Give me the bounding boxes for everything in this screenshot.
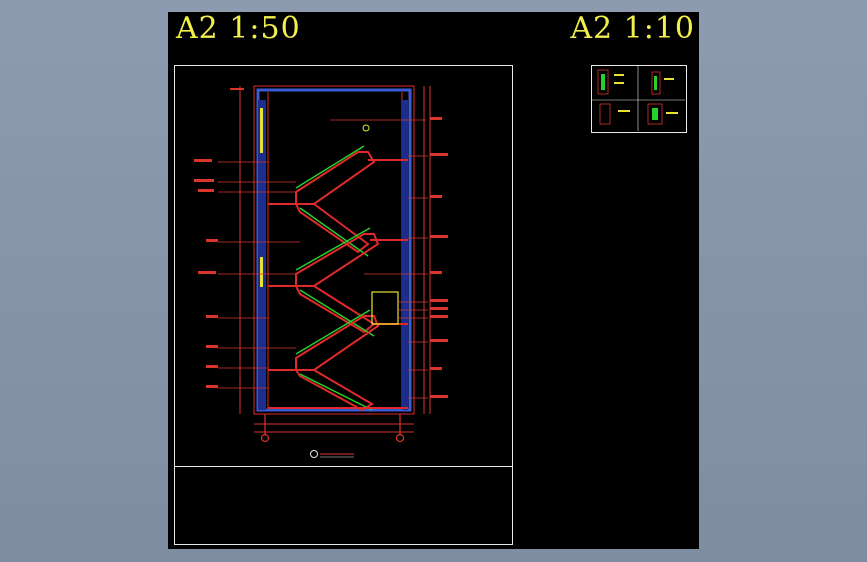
section-tag xyxy=(310,450,354,458)
dimension-lines xyxy=(239,86,431,433)
stair-flight-2 xyxy=(294,227,380,337)
stair-section-drawing xyxy=(194,65,685,458)
sheet-scale-label-left: A2 1:50 xyxy=(176,11,301,46)
wall-inner xyxy=(253,85,415,415)
detail-thumbnails xyxy=(591,65,685,131)
stair-flight-1 xyxy=(294,145,376,257)
detail-thumbnail-highlights xyxy=(601,74,658,120)
sheet-scale-label-right: A2 1:10 xyxy=(570,11,695,46)
level-marker xyxy=(362,124,370,132)
landings xyxy=(268,159,408,409)
main-sheet-frame[interactable] xyxy=(174,65,513,545)
grid-bubbles xyxy=(260,414,405,443)
title-block-divider xyxy=(175,466,512,467)
left-column xyxy=(258,100,266,410)
door-opening xyxy=(371,291,399,325)
cad-drawing-canvas[interactable]: A2 1:50 A2 1:10 xyxy=(168,12,699,549)
right-column xyxy=(402,100,408,410)
detail-sheet-frame[interactable] xyxy=(591,65,687,133)
stair-flight-3 xyxy=(294,309,380,412)
building-walls xyxy=(256,88,412,412)
annotation-leaders xyxy=(218,119,428,399)
annotation-marks xyxy=(194,88,448,398)
